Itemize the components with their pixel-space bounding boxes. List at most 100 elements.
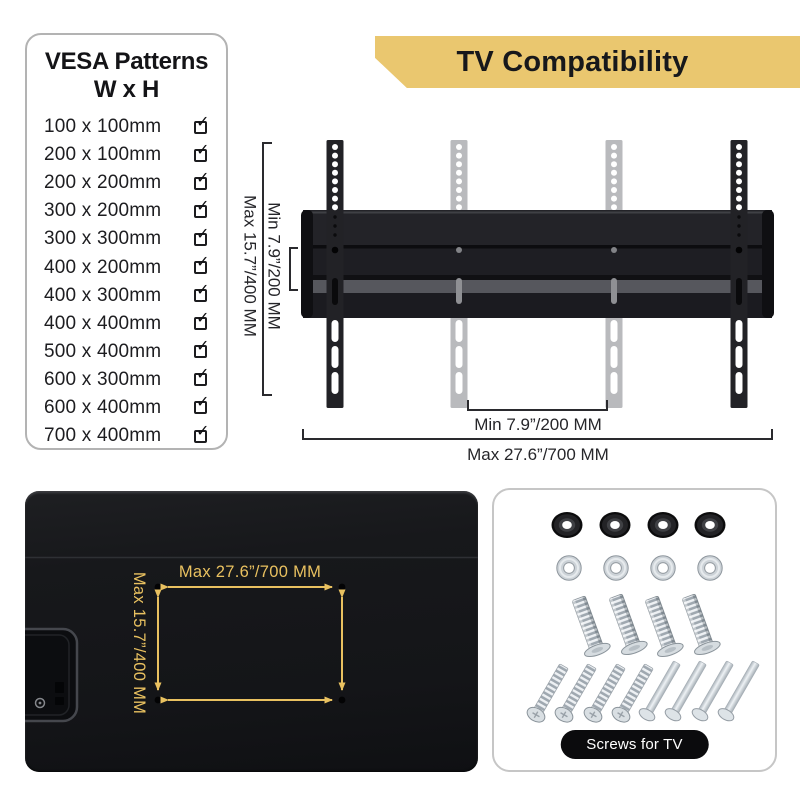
- checkbox-checked-icon: ✓: [194, 141, 209, 162]
- vesa-size-label: 200 x 200mm: [44, 172, 162, 194]
- section-title: TV Compatibility: [456, 45, 689, 78]
- long-smooth-screw-icon: [717, 661, 760, 722]
- washer-icon: [603, 555, 629, 581]
- check-icon: ✓: [196, 195, 210, 215]
- height-max-bracket: [262, 142, 272, 396]
- vesa-title-line1: VESA Patterns: [44, 48, 209, 75]
- vesa-row: 600 x 400mm ✓: [27, 394, 226, 422]
- tv-port-slot: [55, 697, 64, 705]
- spacer-icon: [551, 512, 583, 538]
- washer-icon: [556, 555, 582, 581]
- check-icon: ✓: [196, 111, 210, 131]
- checkbox-checked-icon: ✓: [194, 338, 209, 359]
- vesa-arm-black-left: [326, 140, 344, 408]
- vesa-hole-dot: [338, 583, 346, 591]
- check-icon: ✓: [196, 420, 210, 440]
- vesa-size-label: 600 x 300mm: [44, 368, 162, 390]
- screws-card: Screws for TV: [492, 488, 777, 772]
- vesa-row: 500 x 400mm ✓: [27, 338, 226, 366]
- check-icon: ✓: [196, 223, 210, 243]
- long-screw-icon: [554, 663, 597, 723]
- vesa-size-label: 700 x 400mm: [44, 425, 162, 447]
- rubber-spacers-row: [551, 512, 726, 538]
- vesa-size-label: 600 x 400mm: [44, 396, 162, 418]
- vesa-row: 400 x 200mm ✓: [27, 253, 226, 281]
- mount-width-min-label: Min 7.9”/200 MM: [474, 415, 602, 434]
- long-smooth-screw-icon: [638, 661, 681, 722]
- spacer-icon: [694, 512, 726, 538]
- vesa-row: 400 x 300mm ✓: [27, 282, 226, 310]
- short-screw-icon: [608, 593, 648, 656]
- tv-dimension-arrows: [154, 583, 346, 704]
- tv-connector-panel: [25, 627, 79, 723]
- vesa-row: 200 x 100mm ✓: [27, 141, 226, 169]
- washer-icon: [650, 555, 676, 581]
- mount-width-max-label: Max 27.6”/700 MM: [467, 445, 609, 464]
- vesa-row: 300 x 300mm ✓: [27, 225, 226, 253]
- vesa-row: 600 x 300mm ✓: [27, 366, 226, 394]
- width-max-bracket: [302, 429, 773, 440]
- long-screw-icon: [526, 663, 569, 723]
- wall-plate-rail: [301, 210, 774, 318]
- long-screw-icon: [611, 663, 654, 723]
- checkbox-checked-icon: ✓: [194, 225, 209, 246]
- long-smooth-screw-icon: [691, 661, 734, 722]
- vesa-hole-dot: [338, 696, 346, 704]
- dimension-brackets: [262, 142, 773, 440]
- mount-height-min-label: Min 7.9”/200 MM: [265, 202, 284, 330]
- ghost-arm-rail-details: [456, 247, 617, 304]
- spacer-icon: [599, 512, 631, 538]
- vesa-title-line2: W x H: [93, 76, 160, 103]
- vesa-pattern-list: 100 x 100mm ✓ 200 x 100mm ✓ 200 x 200mm …: [27, 113, 226, 450]
- checkbox-checked-icon: ✓: [194, 169, 209, 190]
- check-icon: ✓: [196, 252, 210, 272]
- check-icon: ✓: [196, 167, 210, 187]
- checkbox-checked-icon: ✓: [194, 197, 209, 218]
- checkbox-checked-icon: ✓: [194, 113, 209, 134]
- vesa-hole-dot: [154, 583, 162, 591]
- short-screw-icon: [644, 595, 684, 658]
- vesa-size-label: 300 x 200mm: [44, 200, 162, 222]
- short-screws-row: [571, 593, 721, 658]
- spacer-icon: [647, 512, 679, 538]
- vesa-row: 700 x 400mm ✓: [27, 422, 226, 450]
- check-icon: ✓: [196, 364, 210, 384]
- vesa-size-label: 400 x 400mm: [44, 312, 162, 334]
- tv-back-panel: Max 27.6”/700 MM Max 15.7”/400 MM: [25, 491, 478, 772]
- check-icon: ✓: [196, 280, 210, 300]
- vesa-row: 300 x 200mm ✓: [27, 197, 226, 225]
- hardware-illustration: [526, 512, 760, 723]
- mount-diagram: Max 15.7”/400 MM Min 7.9”/200 MM Min 7.9…: [241, 140, 774, 464]
- checkbox-checked-icon: ✓: [194, 366, 209, 387]
- tv-height-max-label: Max 15.7”/400 MM: [130, 572, 148, 714]
- tv-back-overlay: Max 27.6”/700 MM Max 15.7”/400 MM: [25, 556, 478, 723]
- rail-endcap-left: [301, 210, 313, 318]
- long-screws-row: [526, 661, 760, 723]
- vesa-size-label: 100 x 100mm: [44, 116, 162, 138]
- vesa-size-label: 500 x 400mm: [44, 340, 162, 362]
- vesa-hole-dot: [154, 696, 162, 704]
- check-icon: ✓: [196, 308, 210, 328]
- long-smooth-screw-icon: [664, 661, 707, 722]
- vesa-size-label: 300 x 300mm: [44, 228, 162, 250]
- rail-endcap-right: [762, 210, 774, 318]
- tv-port-icon: [34, 697, 46, 709]
- vesa-size-label: 200 x 100mm: [44, 144, 162, 166]
- checkbox-checked-icon: ✓: [194, 282, 209, 303]
- vesa-row: 400 x 400mm ✓: [27, 310, 226, 338]
- tv-port-slot: [55, 682, 64, 693]
- screws-for-tv-badge: Screws for TV: [560, 730, 709, 759]
- vesa-row: 200 x 200mm ✓: [27, 169, 226, 197]
- short-screw-icon: [681, 593, 721, 656]
- vesa-row: 100 x 100mm ✓: [27, 113, 226, 141]
- checkbox-checked-icon: ✓: [194, 394, 209, 415]
- vesa-patterns-card: VESA Patterns W x H 100 x 100mm ✓ 200 x …: [25, 33, 228, 450]
- width-min-bracket: [467, 400, 608, 411]
- checkbox-checked-icon: ✓: [194, 254, 209, 275]
- checkbox-checked-icon: ✓: [194, 310, 209, 331]
- short-screw-icon: [571, 595, 611, 658]
- vesa-size-label: 400 x 300mm: [44, 284, 162, 306]
- checkbox-checked-icon: ✓: [194, 422, 209, 443]
- vesa-size-label: 400 x 200mm: [44, 256, 162, 278]
- washers-row: [556, 555, 723, 581]
